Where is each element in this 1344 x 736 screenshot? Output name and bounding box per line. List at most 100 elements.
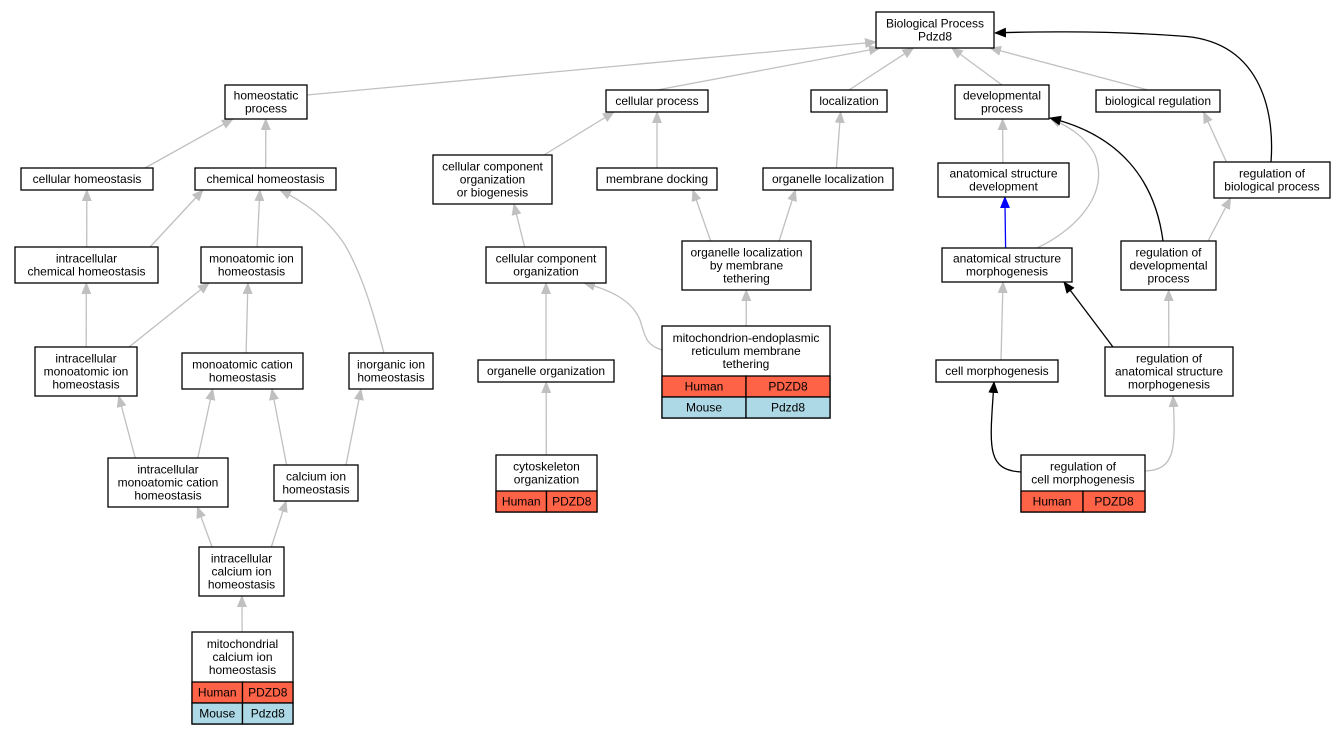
node-label-line: reticulum membrane <box>691 344 801 358</box>
node-label-line: cell morphogenesis <box>945 364 1048 378</box>
node-organelle_loc[interactable]: organelle localization <box>762 167 894 191</box>
node-label-line: developmental <box>963 89 1041 103</box>
node-label-line: monoatomic ion <box>209 252 294 266</box>
node-label-line: anatomical structure <box>1115 365 1223 379</box>
gene-cell <box>241 702 294 725</box>
edge-olmt-to-organelle_loc <box>778 189 797 242</box>
node-label-line: intracellular <box>137 463 198 477</box>
node-label-line: morphogenesis <box>1128 378 1210 392</box>
node-box <box>937 162 1070 198</box>
node-box <box>181 352 304 390</box>
edge-cellular_homeo-to-homeostatic <box>144 118 234 169</box>
edge-reg_bp-to-bp <box>994 27 1273 163</box>
node-label-line: regulation of <box>1136 352 1203 366</box>
node-label-line: calcium ion <box>212 650 272 664</box>
node-box <box>273 464 359 502</box>
node-box <box>596 167 718 191</box>
edge-cell_morph-to-asm <box>997 281 1008 361</box>
node-box <box>107 457 229 508</box>
node-box <box>485 246 607 284</box>
gene-label: PDZD8 <box>768 380 808 394</box>
node-label-line: organelle organization <box>487 364 605 378</box>
node-chemical_homeo[interactable]: chemical homeostasis <box>194 167 337 191</box>
edge-inorganic_ion-to-chemical_homeo <box>279 189 385 354</box>
gene-cell <box>745 396 831 419</box>
node-bio_reg[interactable]: biological regulation <box>1095 89 1221 113</box>
node-label-line: monoatomic ion <box>44 365 129 379</box>
edge-reg_dev-to-reg_bp <box>1207 197 1232 242</box>
edge-intra_mono_ion-to-mono_ion <box>128 282 210 348</box>
edge-mito_er-to-cco <box>583 281 663 351</box>
node-label-line: organization <box>460 173 525 187</box>
node-label-line: homeostasis <box>282 483 349 497</box>
node-box <box>681 240 812 291</box>
node-label-line: mitochondrion-endoplasmic <box>673 331 820 345</box>
node-box <box>1213 161 1331 199</box>
node-label-line: homeostasis <box>218 265 285 279</box>
node-label-line: regulation of <box>1050 460 1117 474</box>
edge-intra_chem-to-chemical_homeo <box>149 189 204 248</box>
node-label-line: homeostasis <box>209 371 276 385</box>
node-box <box>34 346 138 397</box>
node-organelle_org[interactable]: organelle organization <box>477 359 615 383</box>
node-label-line: chemical homeostasis <box>27 265 145 279</box>
edge-reg_cell_morph-to-reg_asm <box>1144 395 1179 472</box>
edge-olmt-to-membrane_docking <box>691 189 712 242</box>
node-box <box>941 247 1073 283</box>
node-localization[interactable]: localization <box>810 89 888 113</box>
node-box <box>935 359 1059 383</box>
edge-reg_dev-to-developmental <box>1049 115 1164 242</box>
edge-intra_mono_cation-to-intra_mono_ion <box>116 395 136 459</box>
node-label-line: biological regulation <box>1105 94 1211 108</box>
node-membrane_docking[interactable]: membrane docking <box>596 167 718 191</box>
node-label-line: regulation of <box>1239 167 1306 181</box>
node-label-line: monoatomic cation <box>118 476 219 490</box>
node-label-line: inorganic ion <box>357 358 425 372</box>
node-box <box>875 11 995 49</box>
node-label-line: homeostasis <box>208 578 275 592</box>
node-box <box>1095 89 1221 113</box>
node-label-line: membrane docking <box>606 172 708 186</box>
node-box <box>348 352 434 390</box>
gene-cell <box>545 490 598 513</box>
edge-ccob-to-cellular_process <box>543 111 615 156</box>
node-cellular_homeo[interactable]: cellular homeostasis <box>20 167 154 191</box>
node-cell_morph[interactable]: cell morphogenesis <box>935 359 1059 383</box>
node-box <box>605 89 709 113</box>
node-box <box>200 246 303 284</box>
species-label: Mouse <box>199 707 235 721</box>
node-box <box>954 84 1050 120</box>
node-box <box>194 167 337 191</box>
node-label-line: monoatomic cation <box>192 358 293 372</box>
node-box <box>14 246 159 284</box>
node-box <box>762 167 894 191</box>
node-box <box>477 359 615 383</box>
node-label-line: development <box>969 180 1038 194</box>
node-label-line: cellular homeostasis <box>33 172 142 186</box>
node-cellular_process[interactable]: cellular process <box>605 89 709 113</box>
